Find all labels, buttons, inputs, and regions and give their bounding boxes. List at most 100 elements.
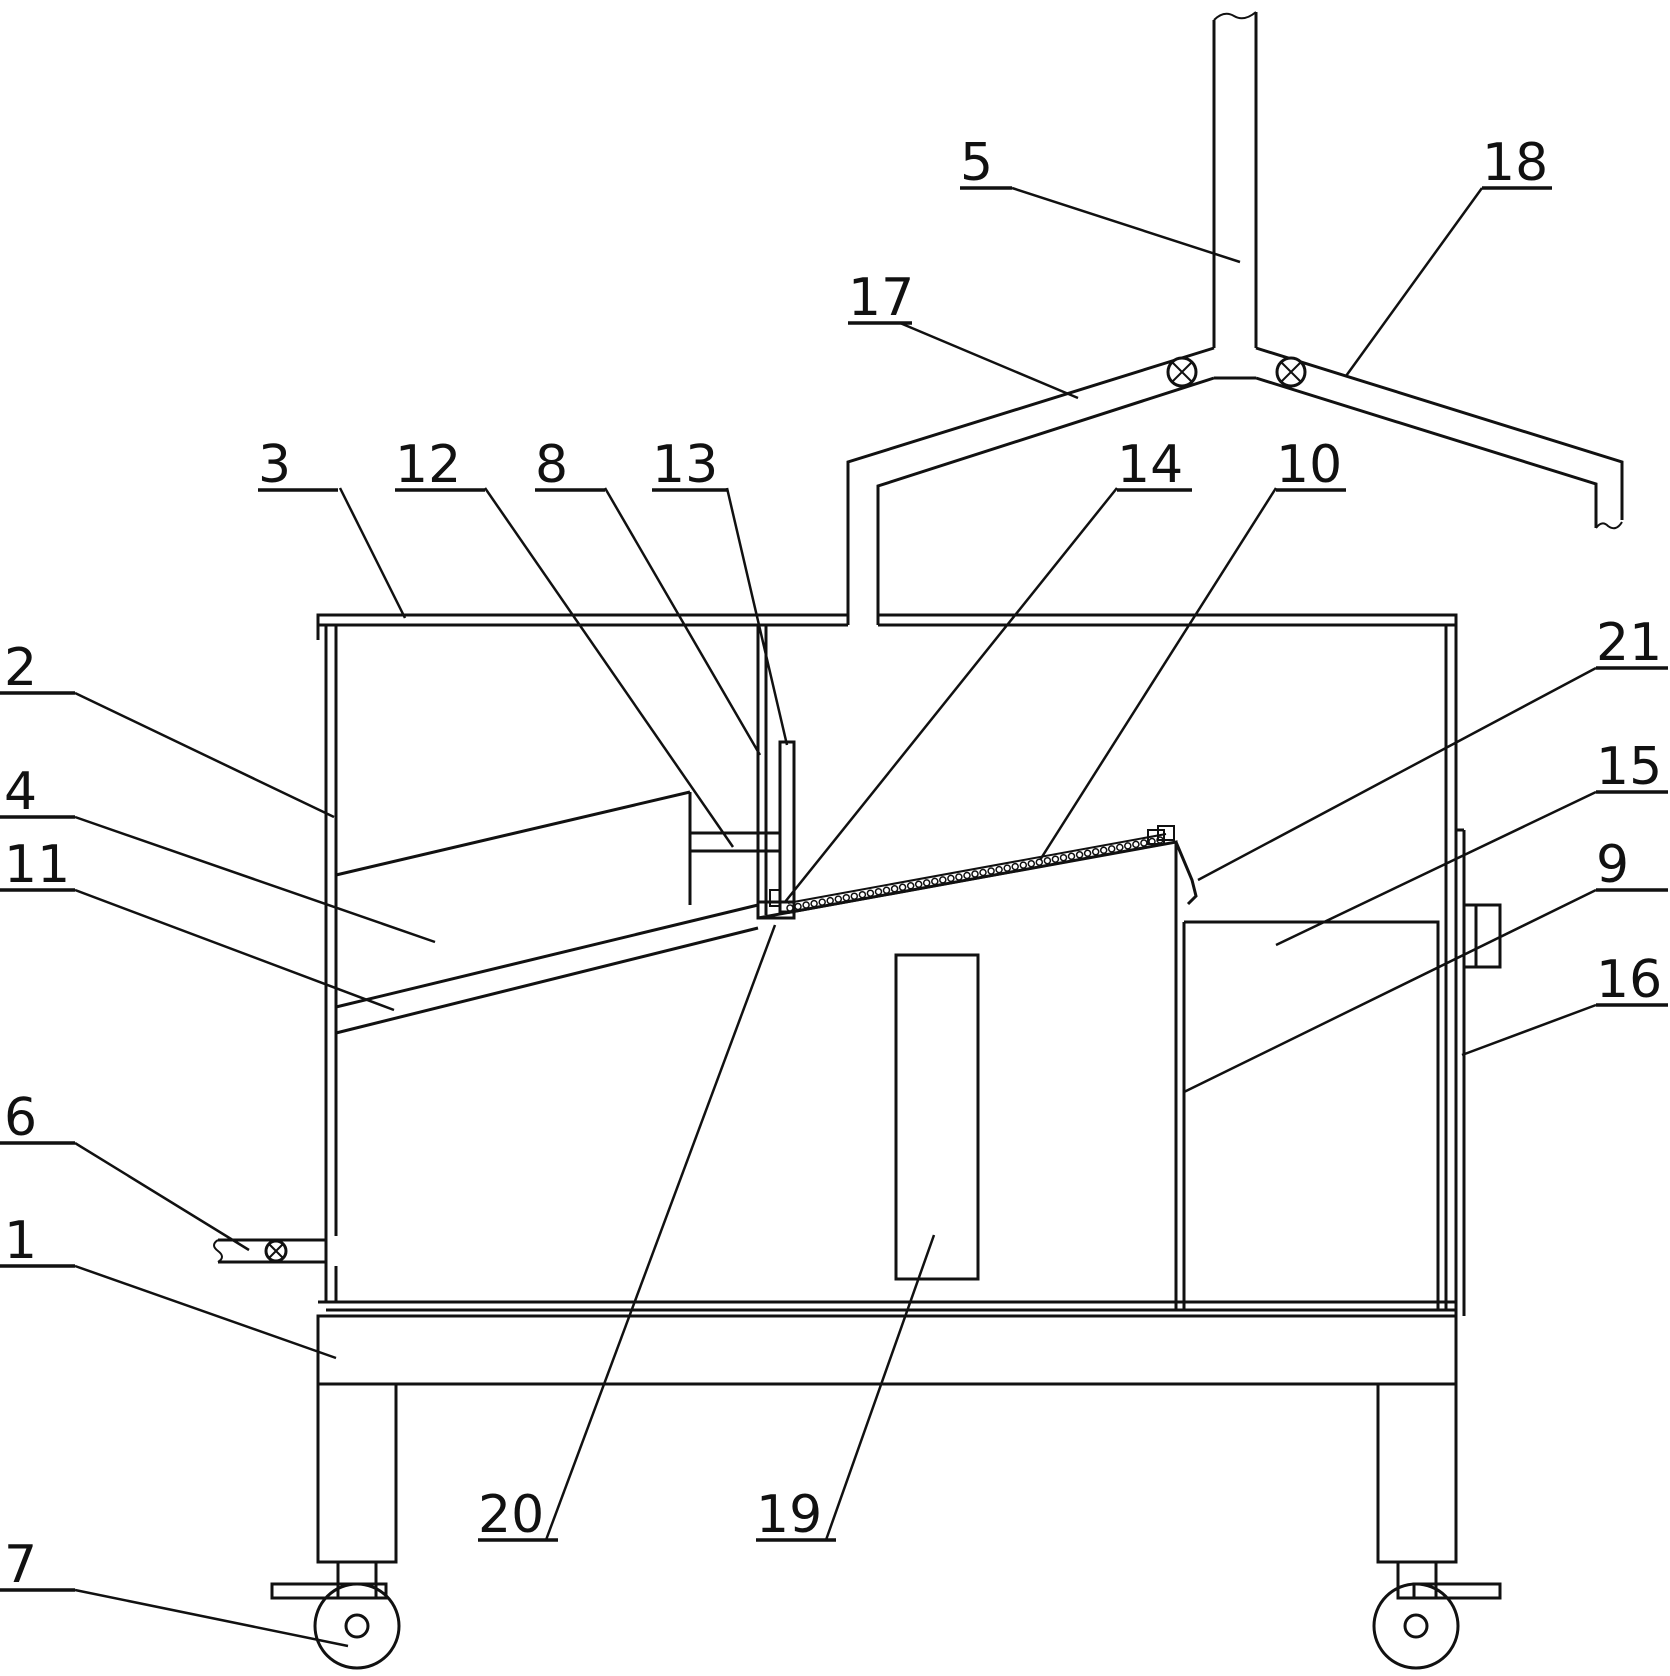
- screen-lower-line: [335, 926, 759, 1035]
- left-branch-outer: [846, 346, 1215, 615]
- leader-15: [1275, 790, 1597, 947]
- left-valve-cross-b: [1171, 361, 1193, 383]
- observation-window-19: [894, 953, 980, 1281]
- chain-link: [995, 865, 1003, 874]
- leader-17: [899, 321, 1079, 400]
- label-11: 11: [4, 835, 70, 895]
- label-5: 5: [960, 133, 993, 193]
- right-caster-brake: [1412, 1582, 1502, 1600]
- label-9: 9: [1596, 835, 1629, 895]
- inlet-pipe-system: [846, 11, 1624, 615]
- right-caster: [1372, 1560, 1502, 1670]
- label-20: 20: [478, 1485, 544, 1545]
- base-beam: [316, 1314, 1458, 1386]
- scraper-21: [1174, 841, 1198, 906]
- leader-12: [483, 487, 735, 848]
- leader-1: [74, 1264, 337, 1360]
- label-15: 15: [1596, 737, 1662, 797]
- leader-4: [74, 815, 436, 944]
- chain-link: [874, 887, 883, 896]
- leader-18: [1344, 187, 1484, 377]
- lid-left: [316, 613, 850, 640]
- chain-link: [1083, 849, 1092, 858]
- chain-link: [858, 890, 867, 899]
- collection-box-15: [1184, 920, 1440, 1310]
- label-10: 10: [1276, 435, 1342, 495]
- chain-link: [1075, 851, 1084, 859]
- leader-7: [74, 1588, 349, 1648]
- drain-valve-cross-b: [268, 1243, 284, 1259]
- leader-21: [1197, 666, 1597, 882]
- left-branch-inner: [876, 376, 1215, 615]
- right-wheel: [1372, 1582, 1460, 1670]
- chain-link: [1003, 864, 1011, 872]
- chain-link: [802, 901, 810, 909]
- chain-link: [1099, 846, 1108, 855]
- chain-top: [787, 833, 1167, 904]
- chain-link: [987, 867, 995, 875]
- leader-14: [784, 487, 1118, 903]
- chain-link: [939, 876, 947, 884]
- right-branch-break: [1595, 521, 1623, 530]
- right-branch-inner: [1255, 376, 1598, 528]
- label-1: 1: [4, 1211, 37, 1271]
- left-caster-brake: [270, 1582, 388, 1600]
- leader-20: [544, 924, 777, 1541]
- chain-link: [794, 902, 802, 911]
- chain-sprocket-right: [1157, 825, 1175, 841]
- left-wheel: [313, 1582, 401, 1670]
- label-underlines: [0, 186, 1668, 1592]
- left-caster-stem: [336, 1560, 378, 1600]
- chain-link: [898, 883, 907, 892]
- chain-link: [1124, 842, 1132, 850]
- label-6: 6: [4, 1088, 37, 1148]
- chain-link: [818, 898, 826, 906]
- chain-link: [955, 873, 963, 881]
- chain-link: [1067, 852, 1076, 861]
- label-4: 4: [4, 762, 37, 822]
- leader-16: [1461, 1003, 1597, 1057]
- leader-11: [74, 888, 395, 1012]
- leader-9: [1183, 888, 1597, 1094]
- right-leg: [1376, 1382, 1458, 1564]
- label-13: 13: [652, 435, 718, 495]
- chain-link: [947, 874, 955, 883]
- screen-upper-line: [335, 903, 759, 1009]
- chain-link: [963, 871, 971, 880]
- leader-lines: [74, 186, 1597, 1648]
- chain-link: [826, 896, 834, 905]
- right-valve-cross-b: [1280, 361, 1302, 383]
- side-door: [1456, 828, 1502, 1316]
- chain-link: [914, 880, 923, 889]
- filter-chamber: [335, 790, 759, 1035]
- label-8: 8: [535, 435, 568, 495]
- leader-3: [338, 487, 407, 619]
- leader-19: [824, 1234, 936, 1541]
- chain-link: [810, 899, 818, 908]
- leader-8: [603, 487, 762, 756]
- slider-plate: [778, 740, 796, 914]
- main-pipe-break: [1213, 11, 1257, 21]
- chain-sprocket-left: [1147, 829, 1165, 845]
- chain-link: [1107, 845, 1116, 853]
- base-frame: [316, 1300, 1458, 1564]
- chain-link: [1132, 840, 1140, 849]
- chain-link: [850, 892, 859, 900]
- chain-link: [906, 882, 915, 890]
- leader-13: [725, 487, 789, 746]
- chain-link: [1043, 856, 1052, 865]
- chain-link: [1027, 859, 1036, 868]
- label-2: 2: [4, 638, 37, 698]
- chain-link: [1091, 848, 1100, 856]
- right-wheel-hub: [1403, 1613, 1429, 1639]
- door-handle: [1462, 903, 1502, 969]
- left-wheel-hub: [344, 1613, 370, 1639]
- chain-link: [786, 904, 794, 912]
- label-19: 19: [756, 1485, 822, 1545]
- label-18: 18: [1482, 133, 1548, 193]
- chain-link: [882, 886, 891, 895]
- label-16: 16: [1596, 950, 1662, 1010]
- lid-right: [876, 613, 1458, 640]
